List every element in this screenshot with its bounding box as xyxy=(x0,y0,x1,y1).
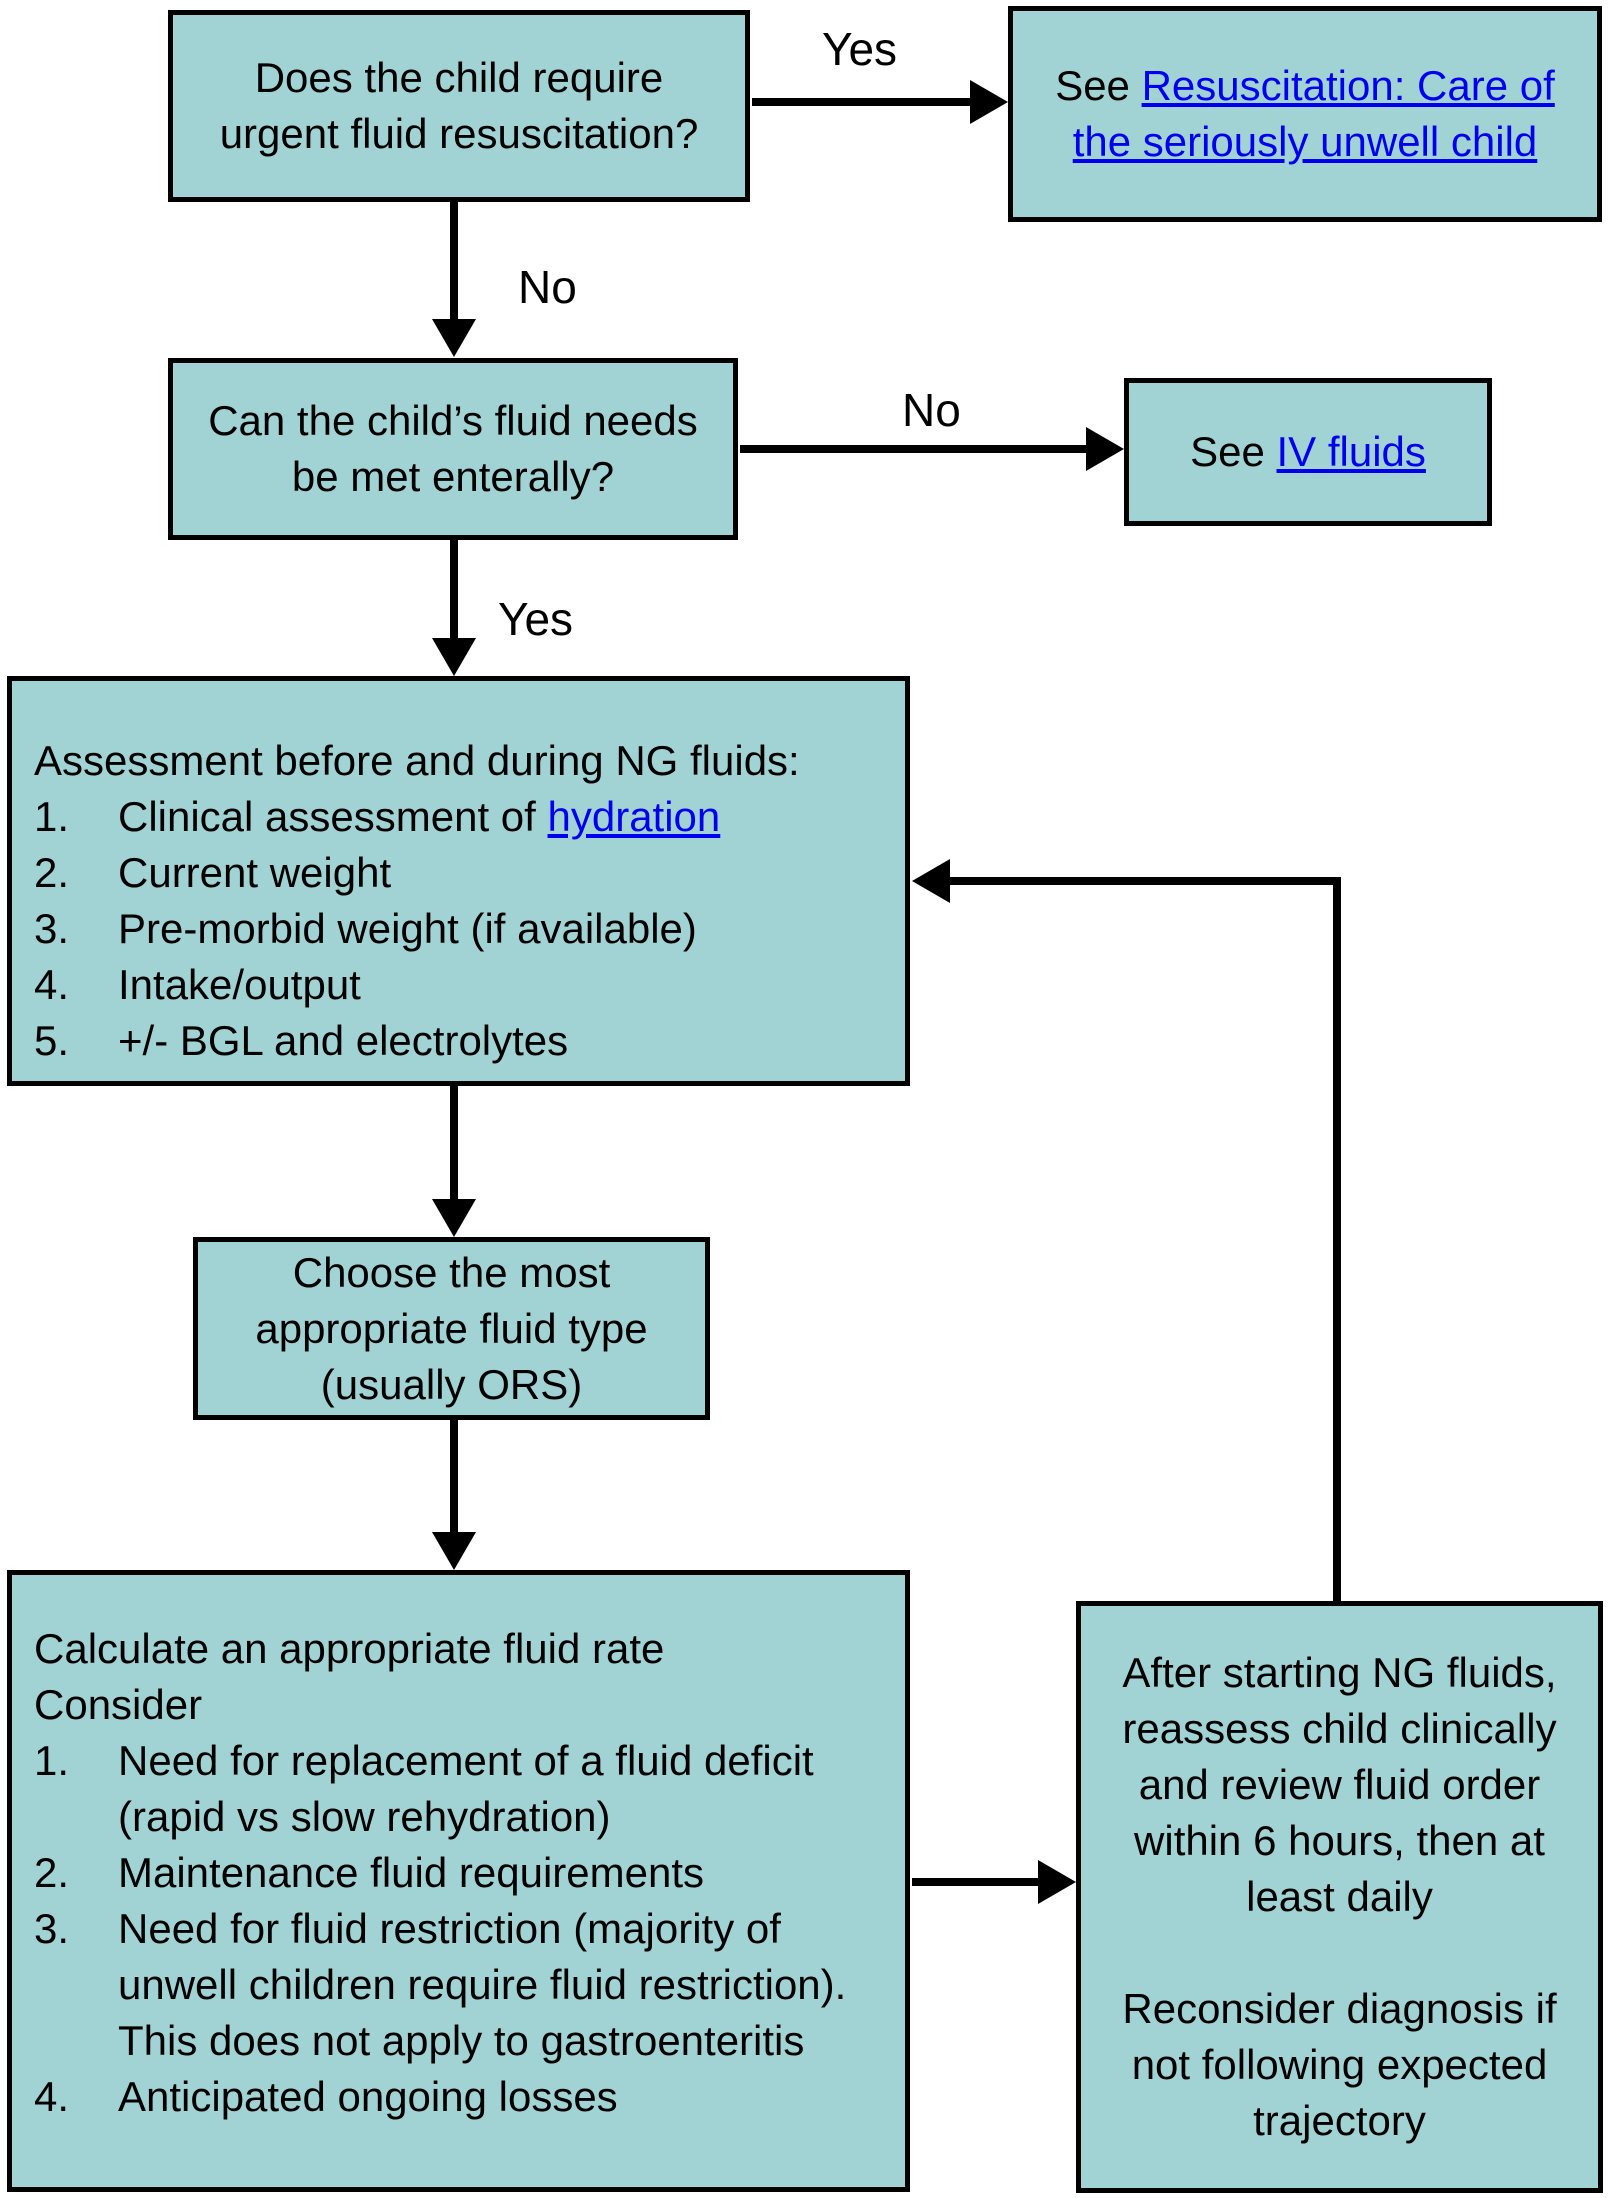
arrowhead-right-to-reassess xyxy=(1038,1860,1076,1904)
item-number: 2. xyxy=(34,1849,70,1896)
urgent-question-text: Does the child require urgent fluid resu… xyxy=(219,54,699,157)
box-enteral-question: Can the child’s fluid needs be met enter… xyxy=(168,358,738,540)
feedback-line-horizontal xyxy=(950,877,1341,885)
arrowhead-right-to-iv xyxy=(1086,427,1124,471)
reassess-paragraph-2: Reconsider diagnosis if not following ex… xyxy=(1122,1985,1557,2144)
arrow-line-urgent-to-resuscitation xyxy=(752,98,970,106)
assessment-item: 4. Intake/output xyxy=(34,957,890,1013)
assessment-item: 5. +/- BGL and electrolytes xyxy=(34,1013,890,1069)
item-number: 5. xyxy=(34,1017,70,1064)
see-iv-text: See IV fluids xyxy=(1190,424,1426,480)
calculate-item: 1. Need for replacement of a fluid defic… xyxy=(34,1733,895,1845)
assessment-item: 3. Pre-morbid weight (if available) xyxy=(34,901,890,957)
item-number: 2. xyxy=(34,849,70,896)
box-assessment: Assessment before and during NG fluids: … xyxy=(7,676,910,1086)
label-no-enteral: No xyxy=(902,384,961,436)
resuscitation-link[interactable]: Resuscitation: Care of the seriously unw… xyxy=(1072,62,1555,165)
box-reassess: After starting NG fluids, reassess child… xyxy=(1076,1601,1603,2193)
calculate-item: 3. Need for fluid restriction (majority … xyxy=(34,1901,895,2069)
label-no-urgent: No xyxy=(518,261,577,313)
assessment-item: 1. Clinical assessment of hydration xyxy=(34,789,890,845)
item-number: 4. xyxy=(34,2073,70,2120)
item-text: Maintenance fluid requirements xyxy=(118,1849,704,1896)
reassess-paragraph-1: After starting NG fluids, reassess child… xyxy=(1122,1649,1557,1920)
calculate-heading-1: Calculate an appropriate fluid rate xyxy=(34,1625,665,1672)
calculate-heading-2: Consider xyxy=(34,1681,203,1728)
arrow-line-urgent-no-down xyxy=(450,202,458,319)
item-number: 1. xyxy=(34,793,70,840)
arrow-line-choose-fluid-down xyxy=(450,1420,458,1532)
box-urgent-resuscitation-question: Does the child require urgent fluid resu… xyxy=(168,10,750,202)
item-text: Current weight xyxy=(118,849,392,896)
iv-fluids-link[interactable]: IV fluids xyxy=(1276,428,1426,475)
see-resuscitation-text: See Resuscitation: Care of the seriously… xyxy=(1033,58,1577,170)
arrowhead-right-to-resuscitation xyxy=(970,80,1008,124)
item-text: Clinical assessment of hydration xyxy=(118,789,890,845)
item-number: 4. xyxy=(34,961,70,1008)
arrowhead-down-to-choose-fluid xyxy=(432,1199,476,1237)
see-prefix: See xyxy=(1055,62,1142,109)
item-text: Need for fluid restriction (majority of … xyxy=(118,1905,847,2064)
arrowhead-down-to-calculate xyxy=(432,1532,476,1570)
arrowhead-down-to-assessment xyxy=(432,638,476,676)
box-see-iv-fluids: See IV fluids xyxy=(1124,378,1492,526)
item-text-prefix: Clinical assessment of xyxy=(118,793,548,840)
label-yes-enteral: Yes xyxy=(498,593,574,645)
item-text: Need for replacement of a fluid deficit … xyxy=(118,1737,814,1840)
item-number: 1. xyxy=(34,1737,70,1784)
choose-fluid-text: Choose the most appropriate fluid type (… xyxy=(255,1248,648,1408)
label-yes-urgent: Yes xyxy=(822,23,898,75)
calculate-item: 4. Anticipated ongoing losses xyxy=(34,2069,895,2125)
item-text: Intake/output xyxy=(118,961,361,1008)
box-calculate-fluid-rate: Calculate an appropriate fluid rate Cons… xyxy=(7,1570,910,2192)
item-number: 3. xyxy=(34,905,70,952)
assessment-item: 2. Current weight xyxy=(34,845,890,901)
item-number: 3. xyxy=(34,1905,70,1952)
arrowhead-left-to-assessment xyxy=(912,859,950,903)
arrowhead-down-to-enteral xyxy=(432,319,476,357)
arrow-line-assessment-down xyxy=(450,1086,458,1199)
box-see-resuscitation: See Resuscitation: Care of the seriously… xyxy=(1008,6,1602,222)
hydration-link[interactable]: hydration xyxy=(547,793,721,840)
see-iv-prefix: See xyxy=(1190,428,1277,475)
box-choose-fluid-type: Choose the most appropriate fluid type (… xyxy=(193,1237,710,1420)
calculate-item: 2. Maintenance fluid requirements xyxy=(34,1845,895,1901)
feedback-line-vertical xyxy=(1333,877,1341,1601)
arrow-line-calculate-to-reassess xyxy=(912,1878,1038,1886)
item-text: Pre-morbid weight (if available) xyxy=(118,905,697,952)
assessment-heading: Assessment before and during NG fluids: xyxy=(34,737,800,784)
item-text: Anticipated ongoing losses xyxy=(118,2073,618,2120)
arrow-line-enteral-to-iv xyxy=(740,445,1086,453)
arrow-line-enteral-yes-down xyxy=(450,540,458,638)
item-text: +/- BGL and electrolytes xyxy=(118,1017,569,1064)
enteral-question-text: Can the child’s fluid needs be met enter… xyxy=(208,397,698,500)
